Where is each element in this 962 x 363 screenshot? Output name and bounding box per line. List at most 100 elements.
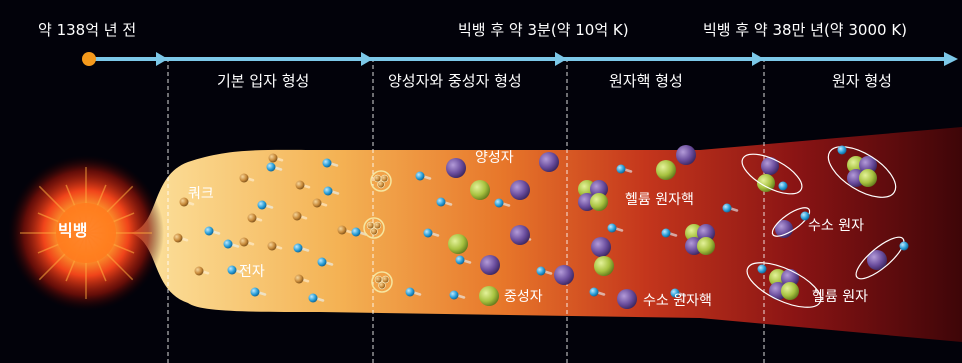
proton — [554, 265, 574, 285]
quark — [267, 241, 277, 251]
proton — [510, 180, 530, 200]
neutron — [594, 256, 614, 276]
timeline-380k-years-label: 빅뱅 후 약 38만 년(약 3000 K) — [703, 21, 908, 39]
electron — [436, 197, 446, 207]
electron — [722, 203, 732, 213]
phase-atoms: 원자 형성 — [832, 72, 892, 90]
quark — [268, 153, 278, 163]
electron — [322, 158, 332, 168]
proton — [480, 255, 500, 275]
quark-in-hadron — [377, 180, 385, 189]
proton — [697, 224, 715, 242]
electron — [227, 265, 237, 275]
timeline-arrowhead — [361, 52, 373, 66]
phase-nuclei: 원자핵 형성 — [609, 72, 683, 90]
neutron — [859, 169, 877, 187]
electron — [204, 226, 214, 236]
proton — [867, 250, 887, 270]
neutron — [757, 174, 775, 192]
electron — [589, 287, 599, 297]
quark — [239, 237, 249, 247]
proton — [446, 158, 466, 178]
quark-in-hadron — [370, 227, 378, 236]
neutron-label: 중성자 — [504, 289, 543, 305]
hadron-shell — [371, 271, 393, 293]
timeline-start-dot — [82, 52, 96, 66]
quark-in-hadron — [373, 221, 382, 230]
quark — [295, 180, 305, 190]
neutron — [479, 286, 499, 306]
expansion-cone — [130, 127, 962, 342]
electron — [607, 223, 617, 233]
hydrogen-atom-label: 수소 원자 — [808, 218, 864, 234]
quark-in-hadron — [381, 275, 390, 284]
electron — [423, 228, 433, 238]
neutron — [781, 282, 799, 300]
timeline-start-label: 약 138억 년 전 — [38, 21, 137, 39]
quark-in-hadron — [374, 275, 383, 284]
proton — [781, 269, 799, 287]
electron — [899, 241, 909, 251]
quark — [294, 274, 304, 284]
timeline-arrowhead — [752, 52, 764, 66]
electron — [455, 255, 465, 265]
timeline-arrow — [82, 52, 958, 66]
quark — [337, 225, 347, 235]
electron — [757, 264, 767, 274]
bigbang-core — [56, 203, 116, 263]
quark — [312, 198, 322, 208]
proton — [761, 157, 779, 175]
electron — [323, 186, 333, 196]
timeline-arrowhead — [555, 52, 567, 66]
quark-label: 쿼크 — [188, 186, 214, 202]
atom-orbit — [741, 153, 803, 195]
neutron — [470, 180, 490, 200]
proton — [539, 152, 559, 172]
quark — [173, 233, 183, 243]
electron — [616, 164, 626, 174]
electron — [317, 257, 327, 267]
electron — [223, 239, 233, 249]
quark — [292, 211, 302, 221]
timeline-3min-label: 빅뱅 후 약 3분(약 10억 K) — [458, 21, 629, 39]
electron — [266, 162, 276, 172]
electron — [250, 287, 260, 297]
phase-protons-neutrons: 양성자와 중성자 형성 — [388, 72, 522, 90]
neutron — [448, 234, 468, 254]
atom-orbit — [746, 262, 822, 308]
hydrogen-nucleus-label: 수소 원자핵 — [643, 293, 712, 309]
electron — [837, 145, 847, 155]
quark-in-hadron — [373, 174, 382, 183]
quark-in-hadron — [378, 281, 386, 290]
phase-dividers — [167, 58, 765, 363]
quark — [247, 213, 257, 223]
atom-orbit — [771, 207, 811, 237]
quark-in-hadron — [380, 174, 389, 183]
electron — [449, 290, 459, 300]
electron — [351, 227, 361, 237]
electron — [670, 288, 680, 298]
phase-elementary-particles: 기본 입자 형성 — [217, 72, 310, 90]
electron — [778, 181, 788, 191]
atom-orbit — [855, 236, 905, 280]
quark-in-hadron — [366, 221, 375, 230]
proton — [591, 237, 611, 257]
electron — [415, 171, 425, 181]
bigbang-label: 빅뱅 — [58, 221, 88, 240]
electron — [257, 200, 267, 210]
proton — [510, 225, 530, 245]
electron — [308, 293, 318, 303]
timeline-arrowhead — [156, 52, 168, 66]
neutron — [697, 237, 715, 255]
timeline-arrowhead-end — [944, 52, 958, 66]
proton — [617, 289, 637, 309]
proton — [676, 145, 696, 165]
proton — [859, 156, 877, 174]
hadron-shell — [363, 217, 385, 239]
proton — [590, 180, 608, 198]
electron — [800, 211, 810, 221]
electron — [293, 243, 303, 253]
helium-nucleus-label: 헬륨 원자핵 — [625, 192, 694, 208]
